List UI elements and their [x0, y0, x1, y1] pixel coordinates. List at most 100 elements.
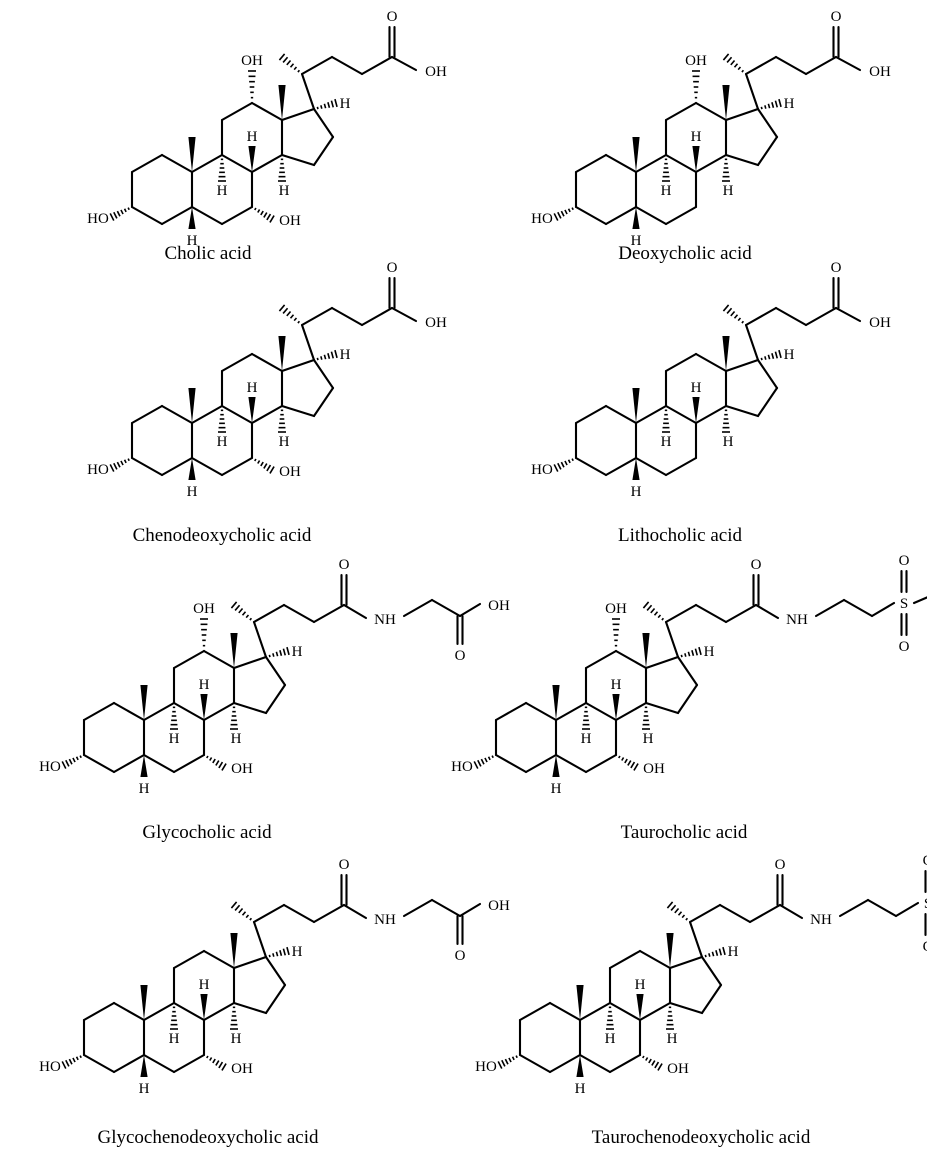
ring-bond [312, 386, 335, 418]
ring-bond [668, 1001, 704, 1015]
hash-stroke [687, 651, 691, 657]
hash-bond-h14 [722, 409, 730, 433]
hash-stroke [263, 212, 268, 218]
hash-stroke [480, 758, 485, 765]
ring-bond [190, 153, 224, 174]
hash-stroke [564, 209, 568, 215]
linker-bond [838, 898, 870, 918]
h14-label: H [643, 731, 654, 747]
hash-stroke [123, 208, 127, 213]
hash-bond-h17 [760, 98, 782, 110]
ring-bond [220, 153, 254, 174]
ring-bond [190, 456, 224, 477]
hash-stroke [238, 907, 244, 914]
hash-stroke [113, 211, 118, 219]
methyl-wedge-c19 [140, 685, 148, 720]
hash-stroke [282, 307, 289, 314]
hash-stroke [618, 755, 621, 759]
ring-bond [172, 649, 206, 670]
hash-stroke [651, 1060, 656, 1066]
ring-bond [634, 205, 668, 226]
h5-label: H [139, 781, 150, 797]
ring-bond [220, 205, 254, 226]
side-chain-bond [300, 55, 334, 76]
oh3-label: HO [451, 759, 473, 775]
methyl-wedge-c19 [140, 985, 148, 1020]
h8-label: H [199, 677, 210, 693]
hash-stroke [330, 351, 335, 359]
wedge-bond-h5 [552, 755, 560, 777]
hash-stroke [571, 207, 574, 211]
hash-stroke [681, 914, 686, 919]
hash-stroke [230, 601, 238, 609]
methyl-wedge-c19 [632, 137, 640, 172]
ring-bond [202, 701, 236, 722]
carbonyl-o-label: O [339, 557, 350, 573]
carbonyl-o-label: O [339, 857, 350, 873]
h5-label: H [187, 484, 198, 500]
ring-bond [220, 456, 254, 477]
linker-bond [430, 598, 462, 618]
hash-stroke [68, 758, 73, 765]
wedge-bond-h8 [612, 694, 620, 720]
h9-label: H [661, 183, 672, 199]
hash-stroke [65, 759, 70, 767]
side-chain-bond [360, 306, 394, 327]
hash-stroke [778, 98, 782, 108]
linker-bond [842, 598, 874, 618]
hash-stroke [327, 102, 331, 108]
hash-stroke [630, 761, 636, 769]
hash-stroke [771, 102, 775, 108]
ring-bond [172, 1053, 206, 1074]
methyl-wedge-c18 [230, 933, 238, 968]
hash-stroke [209, 1057, 213, 1061]
hash-stroke [567, 208, 571, 213]
hash-bond-oh3 [553, 207, 574, 221]
methyl-wedge-c18 [722, 336, 730, 371]
hash-stroke [504, 1058, 509, 1065]
ring-bond [614, 649, 648, 670]
hash-stroke [553, 213, 559, 221]
hash-stroke [741, 69, 745, 73]
hash-bond-h17 [680, 646, 702, 658]
oh12-label: OH [193, 601, 215, 617]
acid-oh-bond [834, 55, 862, 72]
hash-stroke [218, 1061, 224, 1069]
hash-bond-oh3 [553, 458, 574, 472]
side-chain-bond [804, 306, 838, 327]
h5-label: H [139, 1081, 150, 1097]
oh3-label: HO [475, 1059, 497, 1075]
side-chain-bond [774, 55, 808, 76]
side-chain-bond [312, 903, 346, 924]
hash-stroke [718, 948, 723, 956]
amide-bond [778, 903, 804, 920]
wedge-bond-h5 [140, 755, 148, 777]
hash-stroke [774, 100, 779, 108]
hash-stroke [760, 106, 763, 110]
hash-bond-c21 [722, 53, 745, 73]
ring-bond [130, 404, 164, 425]
side-chain-bond [694, 603, 728, 624]
hash-bond-oh3 [109, 458, 130, 472]
ring-bond [634, 404, 668, 425]
hash-stroke [771, 353, 775, 359]
ring-bond [202, 1001, 236, 1022]
hash-stroke [653, 611, 659, 616]
side-chain-bond [252, 903, 286, 924]
hash-stroke [661, 617, 665, 621]
side-chain-bond [688, 903, 722, 924]
side-chain-bond [688, 920, 704, 959]
carbonyl-o-label: O [831, 260, 842, 276]
hash-stroke [708, 953, 711, 957]
amide-nh-label: NH [374, 612, 396, 628]
ring-bond [312, 135, 335, 167]
ring-bond [694, 153, 728, 174]
hash-stroke [698, 646, 702, 656]
side-chain-bond [664, 620, 680, 659]
ring-bond [584, 701, 618, 722]
ring-bond [232, 701, 268, 715]
hash-stroke [726, 56, 733, 63]
